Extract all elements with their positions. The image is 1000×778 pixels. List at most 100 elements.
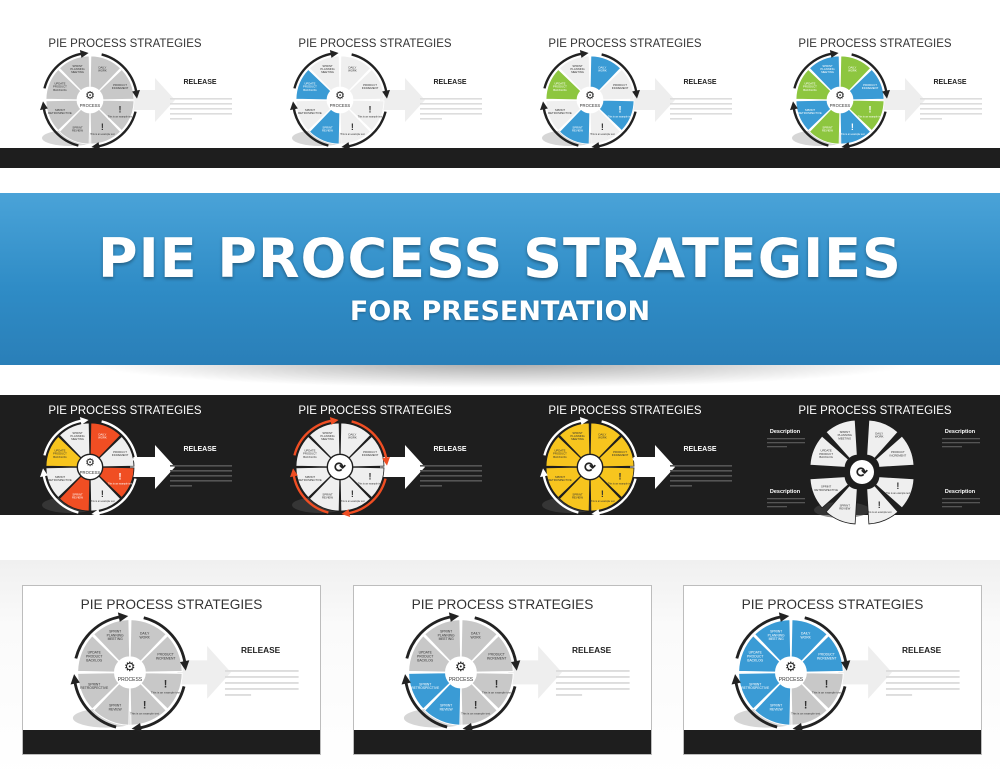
cycle-arrow: [96, 111, 137, 148]
body-text-line: [420, 113, 482, 115]
floor-bar: [0, 515, 250, 535]
body-text-line: [420, 118, 442, 120]
pie-center: [115, 658, 145, 687]
title-banner: PIE PROCESS STRATEGIES FOR PRESENTATION: [0, 193, 1000, 365]
segment-example-text: This is an example text: [590, 133, 615, 136]
segment-label: INCREMENT: [612, 86, 629, 90]
segment-example-text: This is an example text: [90, 133, 115, 136]
release-arrow: [630, 78, 675, 122]
release-heading: RELEASE: [433, 446, 466, 453]
segment-label: DAILY: [98, 432, 106, 436]
arrow-head: [778, 612, 790, 622]
cycle-arrow: [601, 53, 638, 94]
body-text-line: [224, 676, 299, 678]
process-label: PROCESS: [449, 677, 474, 683]
segment-label: SPRINT: [572, 492, 583, 496]
segment-label: INCREMENT: [156, 656, 176, 660]
segment-label: PLANNING: [320, 67, 334, 71]
segment-label: UPDATE: [304, 81, 315, 85]
arrow-head: [132, 89, 140, 99]
refresh-icon: ⟳: [584, 459, 596, 475]
segment-label: MEETING: [108, 637, 123, 641]
segment-label: MEETING: [71, 437, 84, 441]
release-arrow: [838, 646, 892, 699]
pie-segment: [558, 475, 591, 512]
pie-segment: [98, 68, 135, 101]
body-text-line: [420, 480, 482, 482]
arrow-head: [540, 468, 548, 478]
gear-icon: ⚙: [335, 90, 345, 102]
segment-label: REVIEW: [72, 129, 83, 133]
body-text-line: [420, 465, 482, 467]
segment-label: INCREMENT: [112, 453, 129, 457]
segment-label: SPRINT: [72, 125, 83, 129]
pie-center: [78, 88, 102, 112]
body-text-line: [420, 485, 442, 487]
pie-segment: [140, 635, 183, 673]
segment-label: MEETING: [321, 437, 334, 441]
segment-example-text: This is an example text: [812, 690, 841, 694]
pie-segment: [98, 435, 135, 468]
segment-label: PLANNING: [570, 67, 584, 71]
segment-label: SPRINT: [322, 492, 333, 496]
exclamation-icon: !: [369, 104, 372, 114]
slide-title: PIE PROCESS STRATEGIES: [798, 38, 951, 50]
slide-canvas: PIE PROCESS STRATEGIESDAILYWORKPRODUCTIN…: [750, 395, 1000, 535]
release-heading: RELEASE: [933, 79, 966, 86]
body-text-line: [885, 688, 960, 690]
segment-label: RETROSPECTIVE: [80, 686, 109, 690]
body-text-line: [670, 103, 732, 105]
segment-label: SPRINT: [305, 475, 316, 479]
cycle-arrow: [404, 680, 448, 729]
cycle-arrow: [405, 615, 453, 659]
segment-label: SPRINT: [55, 475, 66, 479]
segment-label: WORK: [471, 635, 482, 639]
segment-label: PRODUCT: [113, 450, 127, 454]
segment-label: DAILY: [801, 631, 811, 635]
pie-segment: [129, 682, 167, 726]
arrow-head: [632, 456, 640, 466]
pie-segment: [348, 68, 385, 101]
segment-example-text: This is an example text: [867, 511, 892, 514]
arrow-head: [329, 50, 339, 58]
segment-example-text: This is an example text: [840, 133, 865, 136]
exclamation-icon: !: [119, 104, 122, 114]
cycle-arrow: [42, 473, 79, 514]
segment-label: BACKLOG: [417, 658, 433, 662]
exclamation-icon: !: [351, 489, 354, 499]
cycle-arrow: [101, 420, 138, 461]
release-heading: RELEASE: [683, 446, 716, 453]
cycle-arrow: [804, 616, 848, 665]
exclamation-icon: !: [101, 489, 104, 499]
segment-label: DAILY: [98, 65, 106, 69]
segment-label: UPDATE: [749, 651, 763, 655]
pie-segment: [848, 68, 885, 101]
slide-canvas: PIE PROCESS STRATEGIESDAILYWORKPRODUCTIN…: [250, 395, 500, 535]
pie-segment: [808, 108, 841, 145]
arrow-head: [290, 101, 298, 111]
arrow-head: [382, 456, 390, 466]
segment-label: DAILY: [598, 65, 606, 69]
segment-label: UPDATE: [804, 81, 815, 85]
release-heading: RELEASE: [902, 645, 942, 655]
body-text-line: [670, 470, 732, 472]
pie-segment: [45, 68, 82, 101]
body-text-line: [224, 688, 299, 690]
body-text-line: [555, 688, 630, 690]
segment-label: SPRINT: [840, 503, 851, 507]
body-text-line: [170, 480, 232, 482]
body-text-line: [420, 98, 482, 100]
cycle-arrow: [543, 52, 584, 89]
cycle-arrow: [101, 53, 138, 94]
pie-segment: [89, 55, 122, 92]
release-arrow: [380, 445, 425, 489]
description-heading: Description: [945, 429, 976, 435]
pie-segment: [89, 108, 122, 145]
segment-label: BACKLOG: [86, 658, 102, 662]
segment-label: PRODUCT: [86, 654, 102, 658]
exclamation-icon: !: [495, 678, 499, 690]
body-text-line: [920, 108, 982, 110]
cycle-arrow: [43, 52, 84, 89]
